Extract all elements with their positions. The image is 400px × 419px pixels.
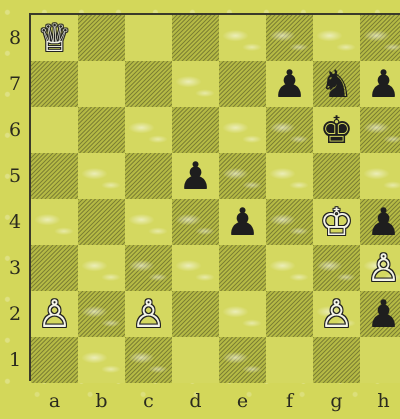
file-label-e: e [219, 390, 266, 412]
square-d7[interactable] [172, 61, 219, 107]
square-c2[interactable]: ♙ [125, 291, 172, 337]
square-f7[interactable]: ♟ [266, 61, 313, 107]
square-g3[interactable] [313, 245, 360, 291]
rank-label-7: 7 [6, 73, 24, 95]
square-f2[interactable] [266, 291, 313, 337]
square-f1[interactable] [266, 337, 313, 383]
square-d1[interactable] [172, 337, 219, 383]
square-g2[interactable]: ♙ [313, 291, 360, 337]
rank-label-4: 4 [6, 211, 24, 233]
square-a7[interactable] [31, 61, 78, 107]
black-king-g6[interactable]: ♚ [319, 111, 353, 149]
square-g1[interactable] [313, 337, 360, 383]
square-d3[interactable] [172, 245, 219, 291]
square-e2[interactable] [219, 291, 266, 337]
square-f8[interactable] [266, 15, 313, 61]
square-h1[interactable] [360, 337, 400, 383]
rank-label-2: 2 [6, 303, 24, 325]
square-c8[interactable] [125, 15, 172, 61]
square-b1[interactable] [78, 337, 125, 383]
square-h2[interactable]: ♟ [360, 291, 400, 337]
square-c1[interactable] [125, 337, 172, 383]
square-a5[interactable] [31, 153, 78, 199]
white-queen-a8[interactable]: ♕ [37, 19, 71, 57]
square-h5[interactable] [360, 153, 400, 199]
rank-label-3: 3 [6, 257, 24, 279]
square-g6[interactable]: ♚ [313, 107, 360, 153]
black-pawn-e4[interactable]: ♟ [225, 203, 259, 241]
square-e8[interactable] [219, 15, 266, 61]
white-pawn-a2[interactable]: ♙ [37, 295, 71, 333]
square-e3[interactable] [219, 245, 266, 291]
rank-label-1: 1 [6, 349, 24, 371]
black-pawn-d5[interactable]: ♟ [178, 157, 212, 195]
white-pawn-h3[interactable]: ♙ [366, 249, 400, 287]
square-b3[interactable] [78, 245, 125, 291]
square-d4[interactable] [172, 199, 219, 245]
square-d8[interactable] [172, 15, 219, 61]
black-pawn-h2[interactable]: ♟ [366, 295, 400, 333]
square-c5[interactable] [125, 153, 172, 199]
square-b2[interactable] [78, 291, 125, 337]
chess-board: ♕ ♟ ♞ ♟ ♚ ♟ ♟ ♔ ♟ ♙ ♙ ♙ ♙ ♟ [29, 13, 400, 381]
square-g4[interactable]: ♔ [313, 199, 360, 245]
square-a4[interactable] [31, 199, 78, 245]
square-h7[interactable]: ♟ [360, 61, 400, 107]
square-d5[interactable]: ♟ [172, 153, 219, 199]
file-label-d: d [172, 390, 219, 412]
white-pawn-c2[interactable]: ♙ [131, 295, 165, 333]
black-pawn-f7[interactable]: ♟ [272, 65, 306, 103]
square-f4[interactable] [266, 199, 313, 245]
square-d2[interactable] [172, 291, 219, 337]
square-g5[interactable] [313, 153, 360, 199]
white-pawn-g2[interactable]: ♙ [319, 295, 353, 333]
square-f6[interactable] [266, 107, 313, 153]
square-b7[interactable] [78, 61, 125, 107]
black-pawn-h7[interactable]: ♟ [366, 65, 400, 103]
rank-label-5: 5 [6, 165, 24, 187]
square-a3[interactable] [31, 245, 78, 291]
file-label-h: h [360, 390, 400, 412]
square-a2[interactable]: ♙ [31, 291, 78, 337]
square-e7[interactable] [219, 61, 266, 107]
square-a8[interactable]: ♕ [31, 15, 78, 61]
black-pawn-h4[interactable]: ♟ [366, 203, 400, 241]
square-c6[interactable] [125, 107, 172, 153]
square-e6[interactable] [219, 107, 266, 153]
rank-label-8: 8 [6, 27, 24, 49]
square-h4[interactable]: ♟ [360, 199, 400, 245]
square-g7[interactable]: ♞ [313, 61, 360, 107]
rank-label-6: 6 [6, 119, 24, 141]
square-f5[interactable] [266, 153, 313, 199]
file-label-f: f [266, 390, 313, 412]
square-e4[interactable]: ♟ [219, 199, 266, 245]
square-a1[interactable] [31, 337, 78, 383]
square-c4[interactable] [125, 199, 172, 245]
square-h6[interactable] [360, 107, 400, 153]
square-c7[interactable] [125, 61, 172, 107]
square-b8[interactable] [78, 15, 125, 61]
square-e5[interactable] [219, 153, 266, 199]
white-king-g4[interactable]: ♔ [319, 203, 353, 241]
square-b5[interactable] [78, 153, 125, 199]
square-b4[interactable] [78, 199, 125, 245]
square-f3[interactable] [266, 245, 313, 291]
square-c3[interactable] [125, 245, 172, 291]
square-e1[interactable] [219, 337, 266, 383]
square-b6[interactable] [78, 107, 125, 153]
square-a6[interactable] [31, 107, 78, 153]
square-h8[interactable] [360, 15, 400, 61]
square-g8[interactable] [313, 15, 360, 61]
file-label-g: g [313, 390, 360, 412]
file-label-a: a [31, 390, 78, 412]
square-d6[interactable] [172, 107, 219, 153]
black-knight-g7[interactable]: ♞ [319, 65, 353, 103]
file-label-c: c [125, 390, 172, 412]
square-h3[interactable]: ♙ [360, 245, 400, 291]
file-label-b: b [78, 390, 125, 412]
